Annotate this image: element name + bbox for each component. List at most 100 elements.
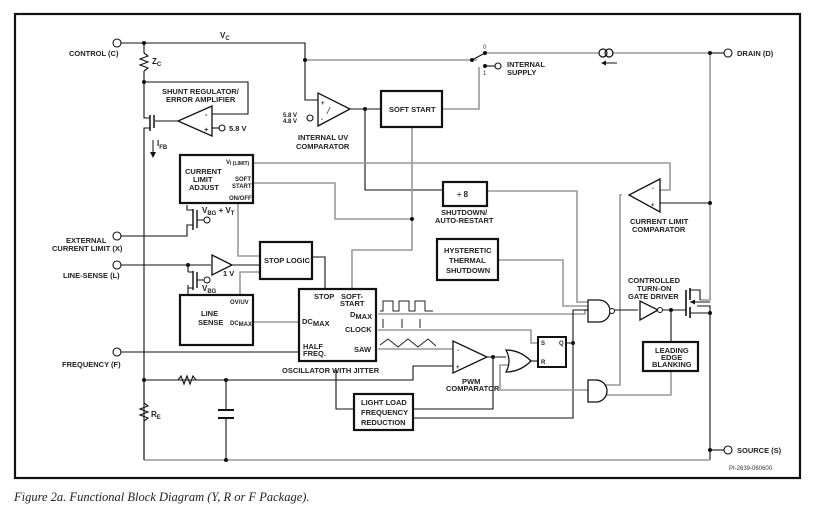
zc-resistor-icon (138, 52, 150, 72)
svg-text:-: - (457, 348, 459, 354)
svg-text:R: R (541, 360, 546, 366)
gate-driver-icon (639, 299, 660, 322)
line-sense-pin[interactable] (112, 260, 122, 270)
uv-comparator-icon (317, 91, 352, 128)
soft-start-block (379, 89, 444, 129)
svg-text:1 V: 1 V (223, 269, 234, 278)
svg-text:5.8 V: 5.8 V (229, 124, 247, 133)
svg-text:CURRENT: CURRENT (185, 167, 222, 176)
svg-text:5.8 V: 5.8 V (283, 113, 297, 119)
svg-text:VBG: VBG (202, 284, 217, 295)
svg-text:GATE DRIVER: GATE DRIVER (628, 292, 679, 301)
svg-text:FREQUENCY: FREQUENCY (361, 408, 408, 417)
svg-text:TURN-ON: TURN-ON (637, 284, 672, 293)
svg-text:ZC: ZC (152, 57, 162, 68)
svg-text:ERROR AMPLIFIER: ERROR AMPLIFIER (166, 95, 236, 104)
diagram-frame (13, 12, 802, 480)
svg-text:START: START (340, 299, 365, 308)
svg-text:-: - (652, 186, 654, 192)
svg-text:SAW: SAW (354, 345, 372, 354)
svg-text:CONTROLLED: CONTROLLED (628, 276, 681, 285)
svg-text:SENSE: SENSE (198, 318, 223, 327)
figure-caption: Figure 2a. Functional Block Diagram (Y, … (13, 490, 310, 504)
waveforms (379, 300, 437, 348)
svg-text:THERMAL: THERMAL (449, 256, 486, 265)
svg-text:0: 0 (483, 45, 487, 51)
svg-text:LEADING: LEADING (655, 346, 689, 355)
nand-gate-icon (587, 299, 611, 323)
oscillator-block (297, 287, 378, 363)
source-pin-label: SOURCE (S) (737, 446, 782, 455)
pwm-comparator-icon (452, 339, 489, 375)
internal-supply-label-2: SUPPLY (507, 68, 536, 77)
svg-text:SOFT START: SOFT START (389, 105, 436, 114)
shunt-fet-icon (149, 115, 155, 131)
power-mosfet-icon (685, 288, 712, 318)
wires (121, 42, 724, 461)
hysteretic-thermal-shutdown-block (435, 237, 500, 282)
ext-current-limit-fet-icon (192, 209, 211, 230)
svg-text:STOP: STOP (314, 292, 334, 301)
ext-limit-label-1: EXTERNAL (66, 236, 107, 245)
svg-text:START: START (232, 184, 252, 190)
ifb-arrow-icon (150, 140, 156, 158)
ext-limit-label-2: CURRENT LIMIT (X) (52, 244, 123, 253)
svg-text:OV/UV: OV/UV (230, 300, 249, 306)
drain-pin[interactable] (723, 48, 733, 58)
source-pin[interactable] (723, 445, 733, 455)
svg-text:+: + (651, 203, 655, 209)
leading-edge-blanking-block (641, 340, 700, 373)
internal-supply-terminal (494, 62, 502, 70)
svg-text:-: - (321, 117, 323, 123)
svg-text:AUTO-RESTART: AUTO-RESTART (435, 216, 494, 225)
internal-supply-label-1: INTERNAL (507, 60, 545, 69)
current-source-icon (598, 48, 617, 66)
svg-text:IFB: IFB (157, 139, 168, 151)
signal-labels: VC ZC IFB RE VBG + VT VBG 5.8 V 5.8 V 4.… (151, 31, 487, 421)
svg-text:RE: RE (151, 410, 161, 421)
svg-text:OSCILLATOR WITH JITTER: OSCILLATOR WITH JITTER (282, 366, 380, 375)
svg-text:SHUTDOWN: SHUTDOWN (446, 266, 490, 275)
pin-labels: CONTROL (C) EXTERNAL CURRENT LIMIT (X) L… (52, 49, 782, 455)
svg-text:STOP LOGIC: STOP LOGIC (264, 256, 311, 265)
svg-text:HYSTERETIC: HYSTERETIC (444, 246, 492, 255)
svg-text:COMPARATOR: COMPARATOR (632, 225, 686, 234)
uv-ref-terminal (306, 114, 314, 122)
svg-text:INTERNAL UV: INTERNAL UV (298, 133, 348, 142)
control-pin[interactable] (112, 38, 122, 48)
block-labels: SHUNT REGULATOR/ ERROR AMPLIFIER INTERNA… (162, 87, 692, 427)
frequency-pin[interactable] (112, 347, 122, 357)
svg-text:COMPARATOR: COMPARATOR (446, 384, 500, 393)
svg-text:BLANKING: BLANKING (652, 360, 692, 369)
svg-text:CURRENT LIMIT: CURRENT LIMIT (630, 217, 689, 226)
svg-text:+: + (456, 365, 460, 371)
svg-text:S: S (541, 341, 545, 347)
filter-capacitor-icon (218, 409, 234, 419)
or-gate-icon (504, 349, 532, 373)
svg-text:DCMAX: DCMAX (230, 321, 252, 328)
current-limit-comparator-icon (627, 177, 661, 214)
control-pin-label: CONTROL (C) (69, 49, 119, 58)
svg-text:VC: VC (220, 31, 230, 42)
svg-text:DMAX: DMAX (350, 310, 372, 321)
svg-text:Q: Q (559, 341, 564, 347)
filter-resistor-icon (144, 374, 226, 386)
external-current-limit-pin[interactable] (112, 231, 122, 241)
svg-text:+: + (204, 125, 209, 134)
svg-text:4.8 V: 4.8 V (283, 119, 297, 125)
ref-5v8-terminal (218, 124, 226, 132)
re-resistor-icon (138, 402, 150, 460)
svg-text:LIGHT LOAD: LIGHT LOAD (361, 398, 407, 407)
line-sense-fet-icon (188, 271, 211, 290)
svg-text:REDUCTION: REDUCTION (361, 418, 406, 427)
svg-text:SHUTDOWN/: SHUTDOWN/ (441, 208, 488, 217)
stop-logic-block (258, 240, 314, 281)
svg-text:VI (LIMIT): VI (LIMIT) (226, 160, 250, 167)
part-number: PI-2639-060600 (729, 466, 773, 472)
frequency-pin-label: FREQUENCY (F) (62, 360, 121, 369)
svg-text:VBG + VT: VBG + VT (202, 206, 235, 217)
svg-text:1: 1 (483, 71, 487, 77)
divide-by-8-block (441, 180, 489, 208)
svg-text:SOFT: SOFT (235, 177, 251, 183)
